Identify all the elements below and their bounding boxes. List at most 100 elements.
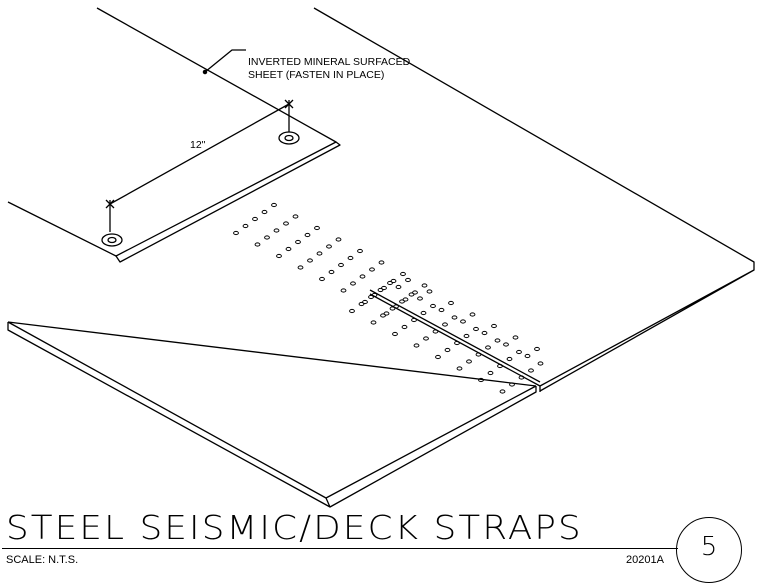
strap-hole <box>454 340 460 346</box>
strap-hole <box>509 382 515 387</box>
strap-hole <box>485 345 491 350</box>
strap-hole <box>463 333 470 339</box>
strap-hole <box>537 361 544 366</box>
strap-hole <box>466 359 472 364</box>
fastener-washer <box>101 233 123 247</box>
callout-text-line2: SHEET (FASTEN IN PLACE) <box>248 69 384 81</box>
detail-number: 5 <box>700 532 718 562</box>
strap-hole <box>524 353 531 359</box>
strap-hole <box>438 307 445 313</box>
strap-hole <box>370 320 377 325</box>
deck-panel-front <box>7 321 537 508</box>
strap-hole <box>518 375 525 380</box>
callout-leader <box>204 49 246 73</box>
detail-title: STEEL SEISMIC/DECK STRAPS <box>6 508 583 547</box>
callout-dot <box>202 69 208 75</box>
strap-hole <box>359 274 366 279</box>
strap-hole <box>481 330 488 336</box>
strap-hole <box>432 329 439 334</box>
strap-hole <box>417 296 423 301</box>
sheet-edge <box>115 141 341 263</box>
strap-hole <box>271 202 277 208</box>
strap-hole <box>314 225 320 231</box>
strap-hole <box>292 214 299 219</box>
dimension-tick <box>105 199 115 209</box>
strap-hole <box>503 342 509 347</box>
title-underline <box>2 548 678 549</box>
strap-hole <box>233 230 239 236</box>
strap-hole <box>516 349 522 355</box>
strap-hole <box>335 237 342 242</box>
strap-hole <box>307 258 313 263</box>
strap-hole <box>423 336 429 341</box>
strap-hole <box>506 356 513 362</box>
strap-hole <box>369 267 375 272</box>
strap-hole <box>494 338 501 343</box>
strap-hole <box>252 216 258 222</box>
callout-text-line1: INVERTED MINERAL SURFACED <box>248 56 411 68</box>
strap-hole <box>338 262 344 268</box>
detail-number-bubble: 5 <box>676 517 742 583</box>
strap-hole <box>261 209 268 215</box>
strap-hole <box>430 303 436 309</box>
strap-hole <box>444 347 451 353</box>
strap-hole <box>358 301 365 307</box>
strap-seam <box>369 293 541 387</box>
strap-hole <box>405 277 411 283</box>
strap-hole <box>304 232 311 238</box>
strap-hole <box>442 322 448 327</box>
strap-hole <box>395 284 402 290</box>
strap-hole <box>350 281 356 286</box>
strap-hole <box>475 352 482 357</box>
strap-hole <box>435 354 441 360</box>
strap-hole <box>400 271 406 277</box>
strap-hole <box>387 280 393 286</box>
drawing-number: 20201A <box>626 554 664 566</box>
strap-hole <box>349 308 355 314</box>
strap-hole <box>413 343 420 348</box>
strap-hole <box>456 366 463 371</box>
strap-hole <box>487 370 494 376</box>
detail-drawing: INVERTED MINERAL SURFACED SHEET (FASTEN … <box>7 7 755 508</box>
strap-hole <box>380 313 386 318</box>
strap-hole <box>451 315 458 320</box>
strap-hole <box>347 255 354 261</box>
strap-hole <box>377 287 384 293</box>
strap-hole <box>469 312 476 317</box>
strap-hole <box>392 331 398 337</box>
strap-hole <box>368 294 374 300</box>
dimension-line <box>109 103 290 205</box>
strap-hole <box>378 260 385 265</box>
dimension-tick <box>284 99 294 109</box>
mineral-surfaced-sheet <box>7 7 337 257</box>
strap-hole <box>512 335 519 340</box>
strap-hole <box>534 346 540 352</box>
strap-hole <box>389 306 396 311</box>
strap-hole <box>408 292 415 297</box>
strap-hole <box>295 239 301 245</box>
strap-hole <box>499 389 506 394</box>
strap-hole <box>399 299 405 304</box>
strap-hole <box>328 269 335 275</box>
strap-hole <box>401 324 408 330</box>
strap-hole <box>273 228 280 233</box>
strap-hole <box>264 235 270 240</box>
strap-hole <box>357 248 363 254</box>
strap-hole <box>528 368 534 373</box>
strap-hole <box>420 310 427 316</box>
strap-hole <box>448 300 454 306</box>
strap-hole <box>254 242 261 247</box>
strap-hole <box>340 288 347 293</box>
strap-hole <box>411 317 417 323</box>
strap-hole <box>426 289 433 294</box>
deck-panel-right <box>313 7 755 392</box>
strap-hole <box>283 221 289 226</box>
scale-note: SCALE: N.T.S. <box>6 554 79 566</box>
strap-hole <box>316 251 323 256</box>
fastener-washer <box>278 131 300 145</box>
strap-hole <box>421 283 428 288</box>
dimension-label: 12" <box>190 139 206 151</box>
strap-hole <box>285 246 292 252</box>
strap-hole <box>319 276 325 282</box>
strap-hole <box>297 265 304 270</box>
